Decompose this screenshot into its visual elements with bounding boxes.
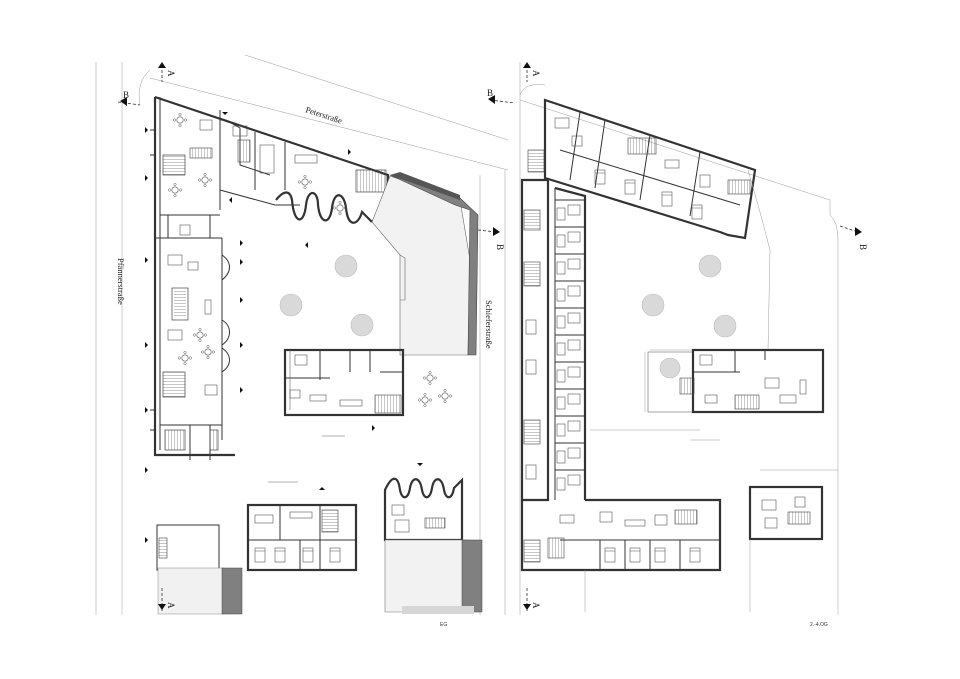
labels-og: A A B B 2.-4.OG — [487, 70, 868, 628]
pavilion-building-eg — [283, 348, 405, 417]
section-mark-a-top: A — [166, 70, 176, 77]
unit-bathroom — [567, 393, 581, 405]
unit-bathroom — [567, 204, 581, 216]
unit-bed — [556, 288, 566, 302]
unit-bed — [556, 261, 566, 275]
unit-bathroom — [567, 366, 581, 378]
section-mark-b-left: B — [123, 90, 129, 100]
section-mark-a-top-og: A — [531, 70, 541, 77]
unit-bathroom — [567, 231, 581, 243]
unit-bathroom — [567, 312, 581, 324]
unit-bed — [556, 369, 566, 383]
west-wing-og — [520, 178, 587, 563]
ground-marks — [145, 112, 423, 543]
street-label-schieferstrasse: Schieferstraße — [484, 300, 494, 349]
unit-bed — [556, 342, 566, 356]
upper-floors-plan: A A B B 2.-4.OG — [487, 62, 868, 628]
unit-bed — [556, 477, 566, 491]
street-label-pfaennerstrasse: Pfännerstraße — [116, 258, 126, 305]
level-label-eg: EG — [440, 622, 447, 628]
unit-bed — [556, 396, 566, 410]
unit-bed — [556, 423, 566, 437]
south-wing-og — [520, 498, 722, 572]
section-mark-b-right-og: B — [858, 244, 868, 250]
unit-bed — [556, 234, 566, 248]
building-outline-eg — [150, 95, 453, 460]
ground-floor-plan: A A B B Peterstraße Schieferstraße Pfänn… — [95, 54, 509, 628]
section-mark-a-bottom: A — [166, 602, 176, 609]
courtyard-trees — [279, 254, 374, 337]
unit-bed — [556, 315, 566, 329]
south-building-eg — [246, 503, 358, 572]
section-mark-a-bottom-og: A — [531, 602, 541, 609]
level-label-og: 2.-4.OG — [810, 622, 828, 628]
unit-bathroom — [567, 420, 581, 432]
unit-bathroom — [567, 258, 581, 270]
street-curbs-og — [519, 62, 839, 615]
section-lines-eg — [117, 62, 500, 612]
south-east-building-og — [584, 485, 824, 612]
existing-building-east — [371, 172, 479, 356]
unit-bathroom — [567, 285, 581, 297]
unit-bed — [556, 207, 566, 221]
north-wing-og — [527, 98, 757, 240]
unit-bathroom — [567, 447, 581, 459]
section-mark-b-left-og: B — [487, 88, 493, 98]
section-mark-b-right: B — [495, 244, 505, 250]
section-lines-og — [488, 62, 862, 612]
street-curbs — [95, 54, 509, 615]
south-east-building-eg — [383, 477, 483, 614]
pavilion-building-og — [647, 348, 825, 414]
unit-bed — [556, 450, 566, 464]
existing-building-south-west — [156, 524, 243, 615]
street-label-peterstrasse: Peterstraße — [304, 104, 343, 125]
west-wing-units — [555, 199, 585, 491]
unit-bathroom — [567, 339, 581, 351]
unit-bathroom — [567, 474, 581, 486]
